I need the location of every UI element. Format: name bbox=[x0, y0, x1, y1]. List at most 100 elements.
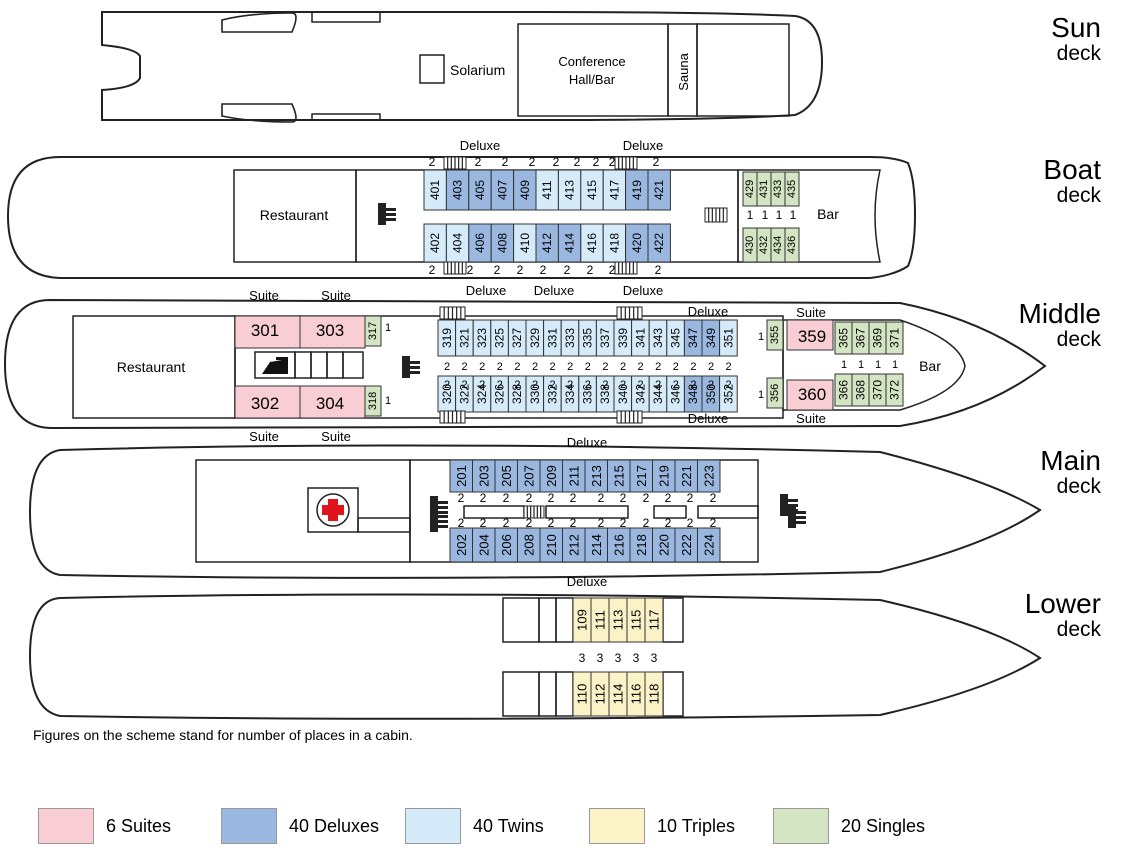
sauna-label: Sauna bbox=[676, 52, 691, 90]
middle-places-top-4: 2 bbox=[514, 361, 520, 373]
cabin-label-410: 410 bbox=[518, 233, 532, 253]
main-places-top-7: 2 bbox=[620, 491, 627, 505]
cabin-label-336: 336 bbox=[581, 384, 595, 404]
middle-places-top-1: 2 bbox=[462, 361, 468, 373]
cabin-label-330: 330 bbox=[528, 384, 542, 404]
middle-places-top-9: 2 bbox=[602, 361, 608, 373]
cabin-label-210: 210 bbox=[544, 534, 559, 556]
deck-plan-drawing: Solarium Conference Hall/Bar Sauna Resta… bbox=[3, 11, 1047, 720]
legend-label-triples: 10 Triples bbox=[657, 815, 736, 836]
boat-places-bottom-5: 2 bbox=[564, 263, 571, 277]
cabin-422 bbox=[647, 223, 671, 263]
boat-deck-title: Boat deck bbox=[1043, 156, 1101, 207]
cabin-label-109: 109 bbox=[575, 609, 590, 631]
boat-places-single-0: 1 bbox=[747, 208, 754, 222]
main-corridor-1 bbox=[463, 505, 525, 519]
middle-places-bottom-10: 2 bbox=[620, 379, 626, 391]
main-places-bottom-11: 2 bbox=[710, 516, 717, 530]
cabin-303 bbox=[299, 315, 366, 349]
cabin-356 bbox=[766, 377, 784, 409]
cabin-421 bbox=[647, 169, 671, 211]
cabin-label-403: 403 bbox=[451, 180, 465, 200]
cabin-label-115: 115 bbox=[629, 610, 644, 631]
cabin-label-224: 224 bbox=[701, 534, 716, 556]
cabin-label-337: 337 bbox=[598, 328, 612, 348]
boat-stairs-top-1 bbox=[443, 156, 467, 170]
legend-label-twins: 40 Twins bbox=[473, 815, 544, 836]
middle-deck-title: Middle deck bbox=[1019, 300, 1101, 351]
cabin-label-326: 326 bbox=[493, 384, 507, 404]
main-places-bottom-3: 2 bbox=[526, 516, 533, 530]
cabin-label-366: 366 bbox=[837, 380, 851, 400]
middle-places-top-6: 2 bbox=[550, 361, 556, 373]
boat-deck-title-sub: deck bbox=[1056, 184, 1101, 207]
cabin-label-203: 203 bbox=[476, 465, 491, 487]
medical-cross-icon bbox=[316, 493, 350, 527]
legend-item-triples: 10 Triples bbox=[589, 807, 735, 845]
middle-places-bottom-13: 2 bbox=[673, 379, 679, 391]
lower-store-bottom-4 bbox=[662, 671, 684, 717]
suite-label-301: Suite bbox=[249, 288, 279, 303]
cabin-label-219: 219 bbox=[656, 465, 671, 487]
boat-places-top-8: 2 bbox=[653, 155, 660, 169]
cabin-label-325: 325 bbox=[493, 328, 507, 348]
boat-places-single-1: 1 bbox=[762, 208, 769, 222]
cabin-label-118: 118 bbox=[647, 684, 662, 705]
boat-deluxe-label-bottom-3: Deluxe bbox=[623, 283, 663, 298]
legend-item-singles: 20 Singles bbox=[773, 807, 925, 845]
cabin-label-365: 365 bbox=[837, 328, 851, 348]
sun-deck-title-sub: deck bbox=[1056, 42, 1101, 65]
solarium-label: Solarium bbox=[450, 62, 505, 78]
middle-places-318: 1 bbox=[385, 395, 391, 407]
conference-label-line1: Conference bbox=[558, 54, 625, 69]
boat-restaurant-label: Restaurant bbox=[260, 207, 329, 223]
cabin-label-320: 320 bbox=[440, 384, 454, 404]
cabin-label-436: 436 bbox=[786, 236, 798, 254]
lower-places-1: 3 bbox=[597, 651, 604, 665]
boat-places-single-2: 1 bbox=[776, 208, 783, 222]
legend-swatch-twins bbox=[405, 808, 461, 844]
main-corridor-3 bbox=[653, 505, 687, 519]
legend-swatch-suites bbox=[38, 808, 94, 844]
cabin-359 bbox=[786, 319, 834, 351]
cabin-label-215: 215 bbox=[611, 465, 626, 487]
boat-deluxe-label-bottom-1: Deluxe bbox=[466, 283, 506, 298]
middle-places-bottom-4: 2 bbox=[514, 379, 520, 391]
sun-deck-title-main: Sun bbox=[1051, 12, 1101, 43]
boat-stairs-top-2 bbox=[614, 156, 638, 170]
suite-label-304: Suite bbox=[321, 429, 351, 444]
cabin-318 bbox=[364, 385, 382, 417]
cabin-label-324: 324 bbox=[475, 384, 489, 404]
cabin-435 bbox=[784, 171, 800, 207]
cabin-label-333: 333 bbox=[563, 328, 577, 348]
cabin-label-117: 117 bbox=[647, 610, 662, 631]
cabin-label-414: 414 bbox=[563, 233, 577, 253]
boat-places-bottom-3: 2 bbox=[517, 263, 524, 277]
middle-places-top-10: 2 bbox=[620, 361, 626, 373]
cabin-label-211: 211 bbox=[566, 466, 581, 487]
cabin-label-350: 350 bbox=[704, 384, 718, 404]
middle-places-bottom-1: 2 bbox=[462, 379, 468, 391]
cabin-label-430: 430 bbox=[744, 236, 756, 254]
boat-places-bottom-8: 2 bbox=[655, 263, 662, 277]
cabin-label-113: 113 bbox=[611, 610, 626, 631]
boat-stairs-bottom-1 bbox=[443, 261, 467, 275]
lower-store-top-1 bbox=[502, 597, 540, 643]
middle-places-top-7: 2 bbox=[567, 361, 573, 373]
middle-locker-1 bbox=[294, 351, 312, 379]
main-places-bottom-2: 2 bbox=[503, 516, 510, 530]
sun-deck-title: Sun deck bbox=[1051, 12, 1101, 65]
medical-room bbox=[195, 459, 411, 563]
cabin-436 bbox=[784, 227, 800, 263]
cabin-label-359: 359 bbox=[798, 327, 826, 346]
cabin-label-328: 328 bbox=[510, 384, 524, 404]
middle-places-bottom-16: 2 bbox=[726, 379, 732, 391]
cabin-label-432: 432 bbox=[758, 236, 770, 254]
boat-places-bottom-7: 2 bbox=[609, 263, 616, 277]
boat-places-bottom-6: 2 bbox=[587, 263, 594, 277]
middle-places-bottom-14: 2 bbox=[690, 379, 696, 391]
main-places-bottom-7: 2 bbox=[620, 516, 627, 530]
middle-places-bottom-0: 2 bbox=[444, 379, 450, 391]
iron-icon bbox=[262, 357, 288, 374]
